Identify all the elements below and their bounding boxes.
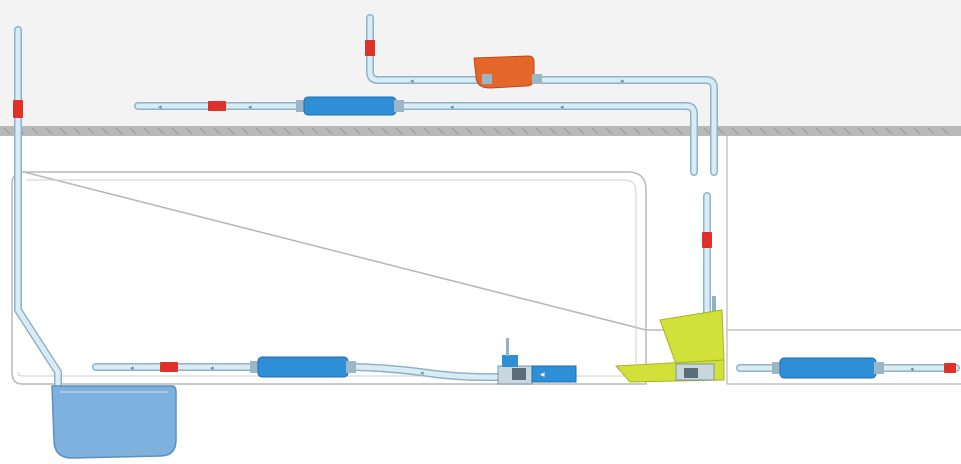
orange-mini-pump <box>473 55 542 89</box>
small-unit-pump: ◂ <box>497 338 577 385</box>
flow-arrow: ◂ <box>560 103 564 111</box>
flow-arrow: ◂ <box>910 365 914 373</box>
flow-arrow: ◂ <box>620 77 624 85</box>
flow-arrows: ◂ ◂ ◂ ◂ ◂ ◂ ◂ ◂ ◂ ◂ <box>130 77 914 377</box>
flow-arrow: ◂ <box>420 369 424 377</box>
indoor-unit-inner-outline <box>17 179 637 377</box>
check-valve <box>944 363 956 373</box>
wall-outline <box>726 136 961 385</box>
flow-arrow: ◂ <box>130 364 134 372</box>
blue-pump-right <box>772 357 884 379</box>
pipe-network <box>14 14 960 396</box>
flow-arrow: ◂ <box>410 77 414 85</box>
flow-arrow: ◂ <box>210 364 214 372</box>
ceiling-slab-texture <box>3 127 949 135</box>
blue-pump-upper <box>296 96 404 116</box>
ceiling-slab <box>0 126 961 136</box>
check-valves <box>13 40 956 373</box>
check-valve <box>208 101 226 111</box>
drain-tank <box>51 385 177 459</box>
check-valve <box>365 40 375 56</box>
flow-arrow: ◂ <box>158 103 162 111</box>
indoor-unit-outline <box>11 171 700 385</box>
flow-arrow: ◂ <box>540 370 545 380</box>
yellow-tank-pump <box>614 296 725 383</box>
check-valve <box>13 100 23 118</box>
flow-arrow: ◂ <box>248 103 252 111</box>
flow-arrow: ◂ <box>450 103 454 111</box>
blue-pump-lower <box>250 356 356 378</box>
check-valve <box>702 232 712 248</box>
check-valve <box>160 362 178 372</box>
